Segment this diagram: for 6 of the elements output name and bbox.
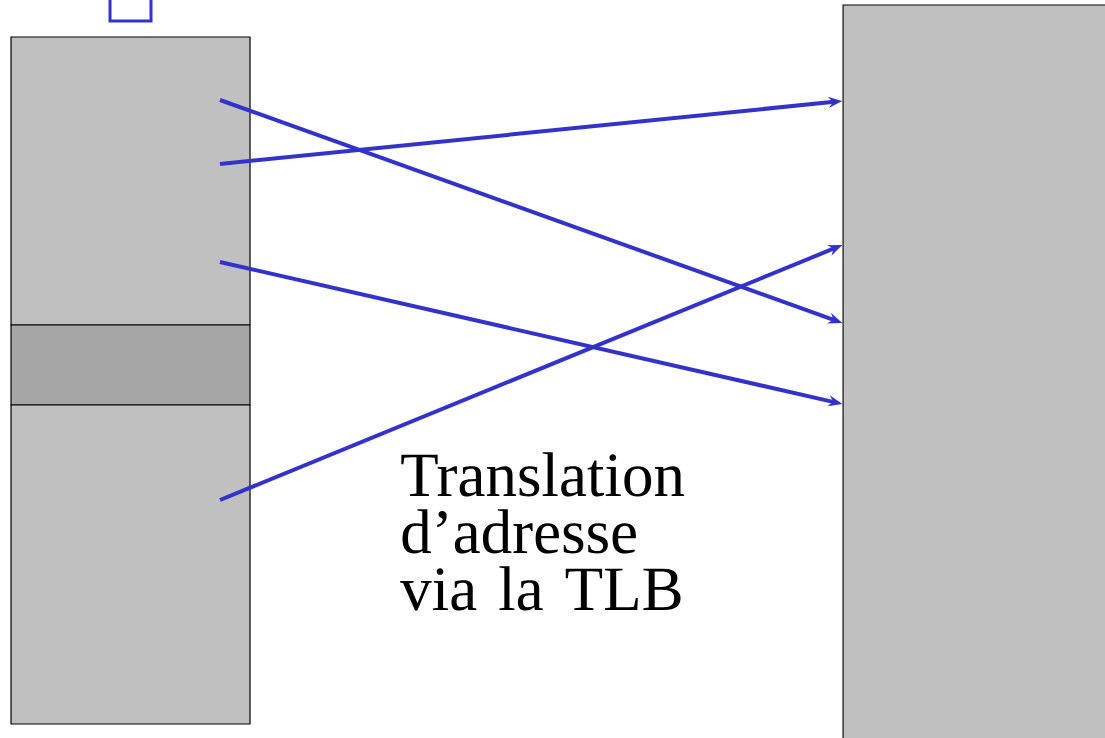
memory-block bbox=[842, 4, 1105, 738]
memory-segment bbox=[10, 324, 251, 406]
caption-text: Translation d’adresse via la TLB bbox=[400, 452, 684, 611]
memory-segment bbox=[10, 404, 251, 725]
memory-segment bbox=[10, 36, 251, 326]
square-outline bbox=[108, 0, 153, 23]
